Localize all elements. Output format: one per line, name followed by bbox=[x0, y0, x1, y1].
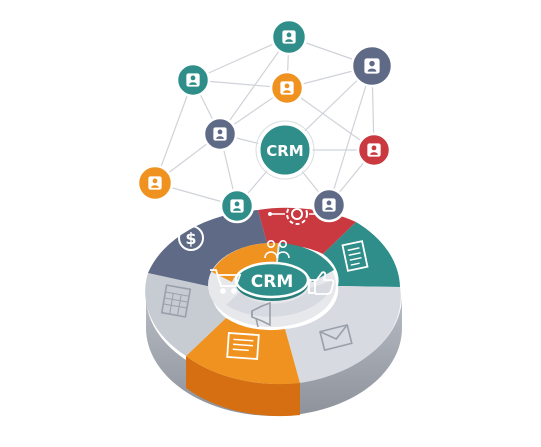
network-node-n1 bbox=[270, 18, 308, 56]
ring-side-orange bbox=[186, 356, 300, 417]
crm-hub-node: CRM bbox=[255, 120, 315, 180]
people-icon bbox=[264, 240, 290, 259]
thumbs-up-icon bbox=[308, 271, 335, 295]
document-icon bbox=[226, 332, 260, 360]
person-icon bbox=[148, 176, 162, 190]
network-node-n5 bbox=[202, 116, 238, 152]
hub-crm-label: CRM bbox=[266, 142, 304, 160]
ring-inner-orange-arc bbox=[212, 242, 278, 282]
person-icon bbox=[367, 143, 381, 157]
ring-segment-teal bbox=[323, 222, 400, 287]
ring-crm-label: CRM bbox=[251, 272, 293, 292]
person-icon bbox=[213, 127, 227, 141]
person-icon bbox=[186, 73, 200, 87]
shopping-cart-icon bbox=[210, 269, 242, 294]
ring-segment-grey-right bbox=[285, 286, 401, 383]
ring-inner-grey-arc bbox=[226, 280, 334, 317]
network-nodes: CRM bbox=[136, 18, 394, 224]
network-links bbox=[154, 36, 375, 207]
network-node-n3 bbox=[269, 70, 305, 106]
dollar-icon: $ bbox=[178, 225, 204, 251]
network-node-n4 bbox=[350, 44, 394, 88]
invoice-grid-icon bbox=[160, 284, 192, 318]
person-icon bbox=[322, 198, 336, 212]
network-node-n2 bbox=[175, 62, 211, 98]
ring-inner-teal-arc bbox=[278, 243, 334, 282]
person-icon bbox=[230, 199, 244, 213]
envelope-icon bbox=[319, 323, 353, 352]
document-list-icon bbox=[341, 240, 369, 272]
ring-segment-navy bbox=[148, 210, 268, 287]
network-node-n7 bbox=[136, 164, 174, 202]
svg-text:$: $ bbox=[185, 229, 196, 248]
network-node-n8 bbox=[219, 188, 255, 224]
person-icon bbox=[364, 58, 380, 74]
person-icon bbox=[280, 81, 294, 95]
crm-ring: CRM $ bbox=[145, 203, 402, 417]
person-icon bbox=[282, 30, 296, 44]
network-node-n9 bbox=[311, 187, 347, 223]
ring-segment-orange bbox=[186, 318, 300, 385]
network-node-n6 bbox=[356, 132, 392, 168]
megaphone-icon bbox=[251, 301, 271, 328]
